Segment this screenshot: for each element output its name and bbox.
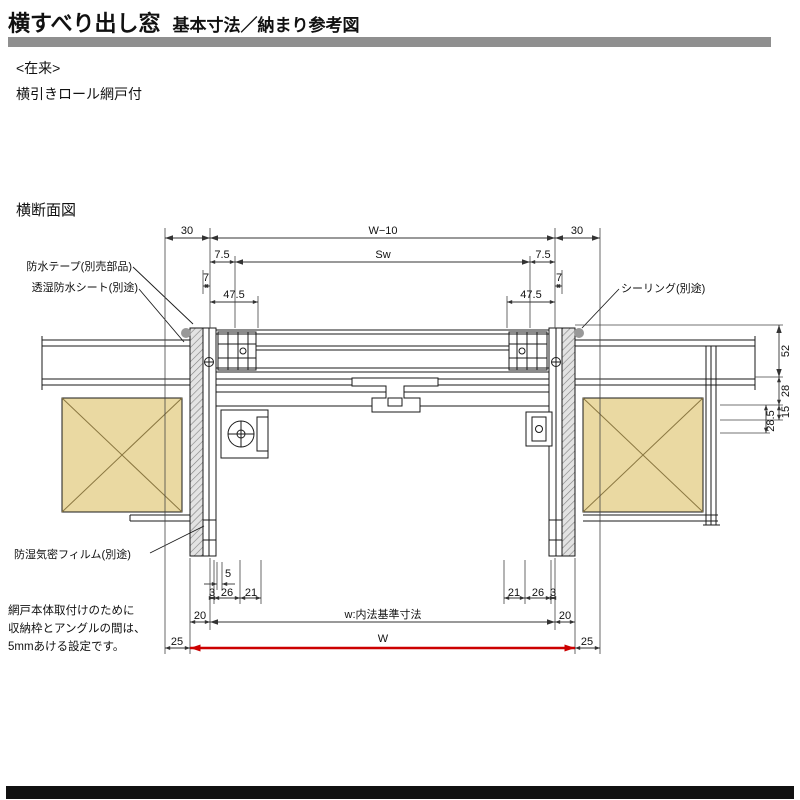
right-wall bbox=[575, 336, 756, 526]
dim-r3-right-25: 25 bbox=[580, 636, 594, 648]
callout-sealing: シーリング(別途) bbox=[621, 283, 706, 295]
dim-r3-left-25: 25 bbox=[170, 636, 184, 648]
construction-tag: <在来> bbox=[16, 60, 61, 76]
dim-sw-right: 7.5 bbox=[535, 249, 551, 261]
callout-moisture-film: 防湿気密フィルム(別途) bbox=[14, 549, 131, 561]
dim-sw-center: Sw bbox=[375, 249, 391, 261]
dim-inset-right: 47.5 bbox=[520, 289, 542, 301]
page-title: 横すべり出し窓 基本寸法／納まり参考図 bbox=[8, 6, 359, 38]
title-subtitle: 基本寸法／納まり参考図 bbox=[172, 16, 360, 35]
dim-overall-w: W bbox=[377, 633, 389, 645]
roll-screen-housing bbox=[220, 409, 269, 459]
dim-seven-left: 7 bbox=[202, 272, 210, 284]
dim-r1-right-3: 3 bbox=[549, 587, 557, 599]
note-line-3: 5mmあける設定です。 bbox=[8, 641, 125, 653]
callout-leaders bbox=[132, 266, 620, 554]
dim-r1-right-21: 21 bbox=[507, 587, 521, 599]
dim-r2-right-20: 20 bbox=[558, 610, 572, 622]
callout-waterproof-tape: 防水テープ(別売部品) bbox=[26, 261, 132, 273]
dim-r1-left-26: 26 bbox=[220, 587, 234, 599]
dim-seven-right: 7 bbox=[555, 272, 563, 284]
dim-side-28: 28 bbox=[780, 384, 792, 398]
note-line-2: 収納枠とアングルの間は、 bbox=[8, 623, 146, 635]
dim-top-center: W−10 bbox=[368, 225, 398, 237]
footer-bar bbox=[6, 786, 794, 799]
section-label: 横断面図 bbox=[16, 202, 77, 219]
dim-inner-width-label: w:内法基準寸法 bbox=[344, 609, 422, 621]
sealing-bead-right bbox=[574, 328, 584, 338]
dim-r2-left-20: 20 bbox=[193, 610, 207, 622]
lock-keeper bbox=[525, 411, 553, 447]
dim-r1-right-26: 26 bbox=[531, 587, 545, 599]
dimension-lines bbox=[165, 235, 782, 650]
left-wall bbox=[41, 336, 190, 522]
dim-side-28-5: 28.5 bbox=[765, 410, 777, 432]
operator-handle bbox=[351, 377, 439, 413]
window-sash bbox=[215, 329, 550, 373]
note-line-1: 網戸本体取付けのために bbox=[8, 605, 135, 617]
dim-sw-left: 7.5 bbox=[214, 249, 230, 261]
dim-gap-5: 5 bbox=[224, 568, 232, 580]
frame-right-jamb bbox=[548, 327, 584, 557]
dim-inset-left: 47.5 bbox=[223, 289, 245, 301]
sealing-bead-left bbox=[181, 328, 191, 338]
dim-r1-left-3: 3 bbox=[208, 587, 216, 599]
title-main: 横すべり出し窓 bbox=[8, 11, 161, 36]
variant-label: 横引きロール網戸付 bbox=[16, 86, 142, 102]
dim-r1-left-21: 21 bbox=[244, 587, 258, 599]
dim-top-left: 30 bbox=[180, 225, 194, 237]
dim-top-right: 30 bbox=[570, 225, 584, 237]
frame-left-jamb bbox=[181, 327, 217, 557]
title-underline-bar bbox=[8, 37, 771, 47]
callout-breathable-sheet: 透湿防水シート(別途) bbox=[31, 282, 138, 294]
dim-side-52: 52 bbox=[780, 344, 792, 358]
dim-side-15: 15 bbox=[780, 405, 792, 419]
